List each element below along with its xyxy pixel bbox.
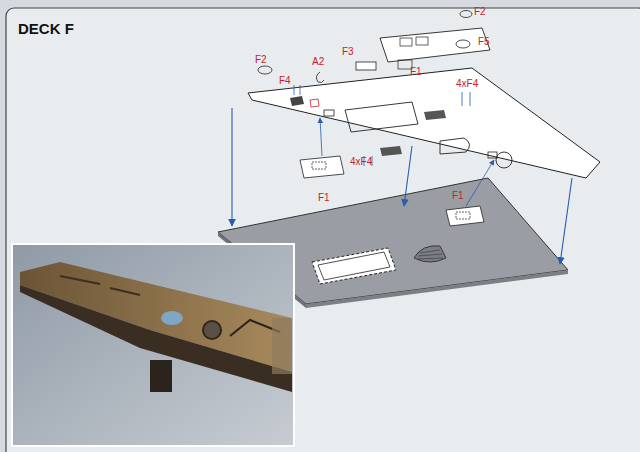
part-label: F2 bbox=[474, 6, 486, 17]
part-label: F2 bbox=[255, 54, 267, 65]
part-label: F1 bbox=[452, 190, 464, 201]
page-title: DECK F bbox=[18, 20, 74, 37]
part-label: 4xF4 bbox=[350, 156, 372, 167]
part-label: F5 bbox=[478, 36, 490, 47]
part-label: F3 bbox=[342, 46, 354, 57]
part-label: F1 bbox=[410, 66, 422, 77]
part-label: A2 bbox=[312, 56, 324, 67]
part-label: 4xF4 bbox=[456, 78, 478, 89]
part-label: F4 bbox=[279, 75, 291, 86]
part-label: F1 bbox=[318, 192, 330, 203]
